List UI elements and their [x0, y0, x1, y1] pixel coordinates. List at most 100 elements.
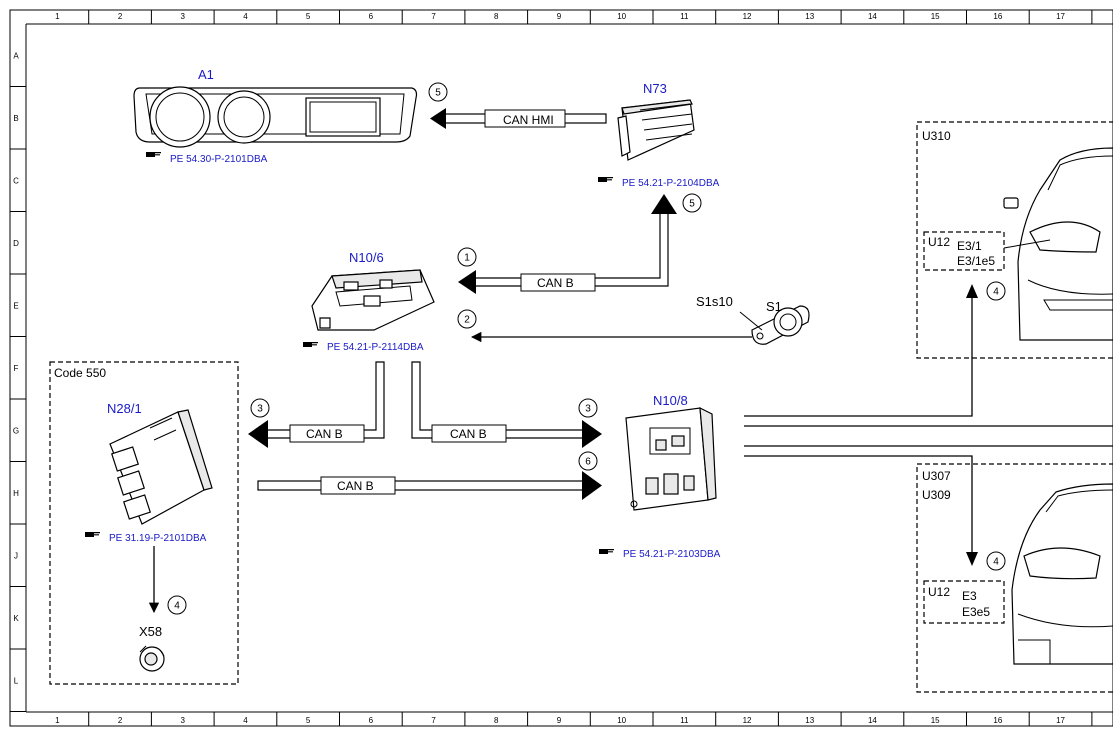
column-number: 6: [369, 12, 374, 21]
svg-text:PE 54.21-P-2103DBA: PE 54.21-P-2103DBA: [623, 549, 721, 560]
can-b-n28-1-n10-8-bus: [257, 471, 602, 500]
column-number: 6: [369, 716, 374, 725]
hand-pointer-icon: [85, 532, 100, 537]
step-marker: 4: [167, 595, 187, 615]
can-hmi-label: CAN HMI: [503, 113, 554, 127]
column-number: 5: [306, 716, 311, 725]
step-marker: 5: [682, 193, 702, 213]
column-number: 10: [617, 716, 626, 725]
u12-top-line2: E3/1e5: [957, 254, 995, 268]
can-b-n10-6-n73-bus: [458, 194, 677, 294]
u307-u309-box: [916, 463, 1113, 693]
column-number: 9: [557, 716, 562, 725]
column-number: 3: [181, 12, 186, 21]
row-letter: F: [14, 364, 19, 373]
step-marker: 4: [986, 281, 1006, 301]
can-b-label-2: CAN B: [306, 427, 343, 441]
svg-text:PE 54.21-P-2114DBA: PE 54.21-P-2114DBA: [327, 342, 424, 353]
a1-label: A1: [198, 67, 214, 82]
row-letter: G: [13, 426, 19, 435]
column-number: 4: [243, 716, 248, 725]
n28-1-module: [109, 409, 213, 525]
n28-1-label: N28/1: [107, 401, 142, 416]
x58-socket: [139, 645, 165, 672]
s1-switch: [739, 305, 810, 345]
u12-bottom-line1: E3: [962, 589, 977, 603]
code-550-box: [49, 361, 239, 685]
u310-box: [916, 121, 1113, 359]
vehicle-rear-view-top: [1003, 147, 1113, 341]
column-number: 13: [805, 716, 814, 725]
svg-text:4: 4: [174, 601, 180, 612]
column-number: 1: [55, 12, 60, 21]
u12-bottom-box: [923, 580, 1005, 624]
hand-pointer-icon: [146, 152, 161, 157]
x58-label: X58: [139, 624, 162, 639]
n73-module: [617, 99, 695, 161]
column-number: 15: [931, 716, 940, 725]
step-marker: 6: [578, 451, 598, 471]
column-number: 10: [617, 12, 626, 21]
column-number: 2: [118, 716, 123, 725]
n10-8-label: N10/8: [653, 393, 688, 408]
svg-text:5: 5: [435, 88, 441, 99]
can-hmi-bus: [430, 108, 607, 129]
row-letter: K: [13, 614, 19, 623]
hand-pointer-icon: [599, 549, 614, 554]
u310-label: U310: [922, 129, 951, 143]
column-number: 12: [743, 12, 752, 21]
column-number: 9: [557, 12, 562, 21]
u12-top-line1: E3/1: [957, 239, 982, 253]
column-number: 7: [431, 716, 436, 725]
column-number: 5: [306, 12, 311, 21]
svg-text:5: 5: [689, 199, 695, 210]
n73-ref-link[interactable]: PE 54.21-P-2104DBA: [598, 177, 720, 189]
can-b-n10-6-split-bus: [248, 361, 602, 448]
column-number: 12: [743, 716, 752, 725]
n10-6-module: [311, 269, 435, 331]
s1s10-label: S1s10: [696, 294, 733, 309]
svg-text:PE 31.19-P-2101DBA: PE 31.19-P-2101DBA: [109, 533, 207, 544]
vehicle-rear-view-bottom: [1011, 483, 1113, 665]
column-number: 2: [118, 12, 123, 21]
step-marker: 3: [578, 398, 598, 418]
row-letter: J: [14, 551, 18, 560]
can-b-label-4: CAN B: [337, 479, 374, 493]
step-marker: 5: [428, 82, 448, 102]
column-number: 14: [868, 716, 877, 725]
column-number: 7: [431, 12, 436, 21]
u309-label: U309: [922, 488, 951, 502]
svg-text:PE 54.30-P-2101DBA: PE 54.30-P-2101DBA: [170, 154, 268, 165]
svg-text:PE 54.21-P-2104DBA: PE 54.21-P-2104DBA: [622, 178, 720, 189]
svg-text:2: 2: [464, 315, 470, 326]
row-letter: B: [13, 114, 18, 123]
u12-bottom-label: U12: [928, 585, 950, 599]
hand-pointer-icon: [303, 342, 318, 347]
column-number: 11: [680, 716, 689, 725]
row-letter: L: [14, 676, 19, 685]
n10-6-ref-link[interactable]: PE 54.21-P-2114DBA: [303, 342, 424, 353]
step-marker: 1: [457, 247, 477, 267]
row-letter: C: [13, 176, 19, 185]
column-number: 3: [181, 716, 186, 725]
hand-pointer-icon: [598, 177, 613, 182]
column-number: 17: [1056, 12, 1065, 21]
code-550-label: Code 550: [54, 366, 106, 380]
step-marker: 2: [457, 309, 477, 329]
column-number: 11: [680, 12, 689, 21]
can-b-label-3: CAN B: [450, 427, 487, 441]
n28-1-ref-link[interactable]: PE 31.19-P-2101DBA: [85, 532, 207, 544]
n10-8-output-lines: [744, 284, 1113, 566]
a1-ref-link[interactable]: PE 54.30-P-2101DBA: [146, 152, 268, 165]
svg-text:6: 6: [585, 457, 591, 468]
n10-8-ref-link[interactable]: PE 54.21-P-2103DBA: [599, 549, 721, 560]
column-number: 14: [868, 12, 877, 21]
svg-text:4: 4: [993, 557, 999, 568]
column-number: 1: [55, 716, 60, 725]
u307-label: U307: [922, 469, 951, 483]
step-marker: 4: [986, 551, 1006, 571]
svg-text:4: 4: [993, 287, 999, 298]
